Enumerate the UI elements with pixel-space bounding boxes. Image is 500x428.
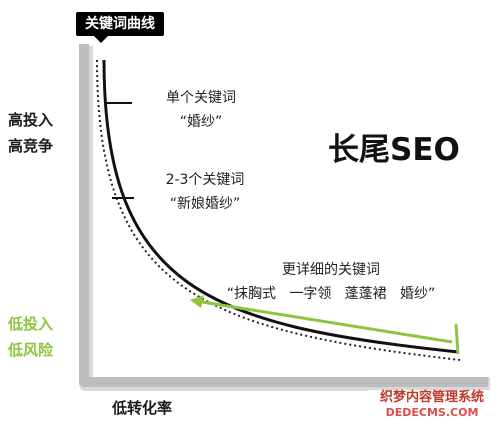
axis-label-high-investment: 高投入 xyxy=(8,111,54,129)
watermark-en: DEDECMS.COM xyxy=(385,406,479,419)
annotation-single-keyword-label: 单个关键词 xyxy=(166,90,236,106)
watermark: 织梦内容管理系统 DEDECMS.COM xyxy=(368,390,496,420)
annotation-multi-keyword-label: 2-3个关键词 xyxy=(165,172,245,188)
annotation-detailed-keyword: 更详细的关键词 “抹胸式 一字领 蓬蓬裙 婚纱” xyxy=(200,258,462,306)
annotation-multi-keyword: 2-3个关键词 “新娘婚纱” xyxy=(146,168,264,216)
curve-dotted-outline xyxy=(96,59,461,361)
axis-label-low-risk: 低风险 xyxy=(8,341,54,359)
watermark-cn: 织梦内容管理系统 xyxy=(379,390,484,405)
long-tail-curve xyxy=(102,59,459,354)
annotation-single-keyword: 单个关键词 “婚纱” xyxy=(146,86,256,134)
annotation-single-keyword-example: “婚纱” xyxy=(179,114,223,130)
x-axis-label: 低转化率 xyxy=(112,399,173,417)
axis-label-low-investment: 低投入 xyxy=(8,315,54,333)
axis-label-high-competition: 高竞争 xyxy=(8,137,54,155)
long-tail-range-arrow xyxy=(190,295,460,355)
annotation-multi-keyword-example: “新娘婚纱” xyxy=(169,196,241,212)
axes xyxy=(79,44,490,391)
annotation-detailed-keyword-label: 更详细的关键词 xyxy=(282,262,380,278)
chart-title: 关键词曲线 xyxy=(76,12,164,43)
long-tail-seo-headline: 长尾SEO xyxy=(328,132,460,168)
annotation-detailed-keyword-example: “抹胸式 一字领 蓬蓬裙 婚纱” xyxy=(226,286,436,302)
